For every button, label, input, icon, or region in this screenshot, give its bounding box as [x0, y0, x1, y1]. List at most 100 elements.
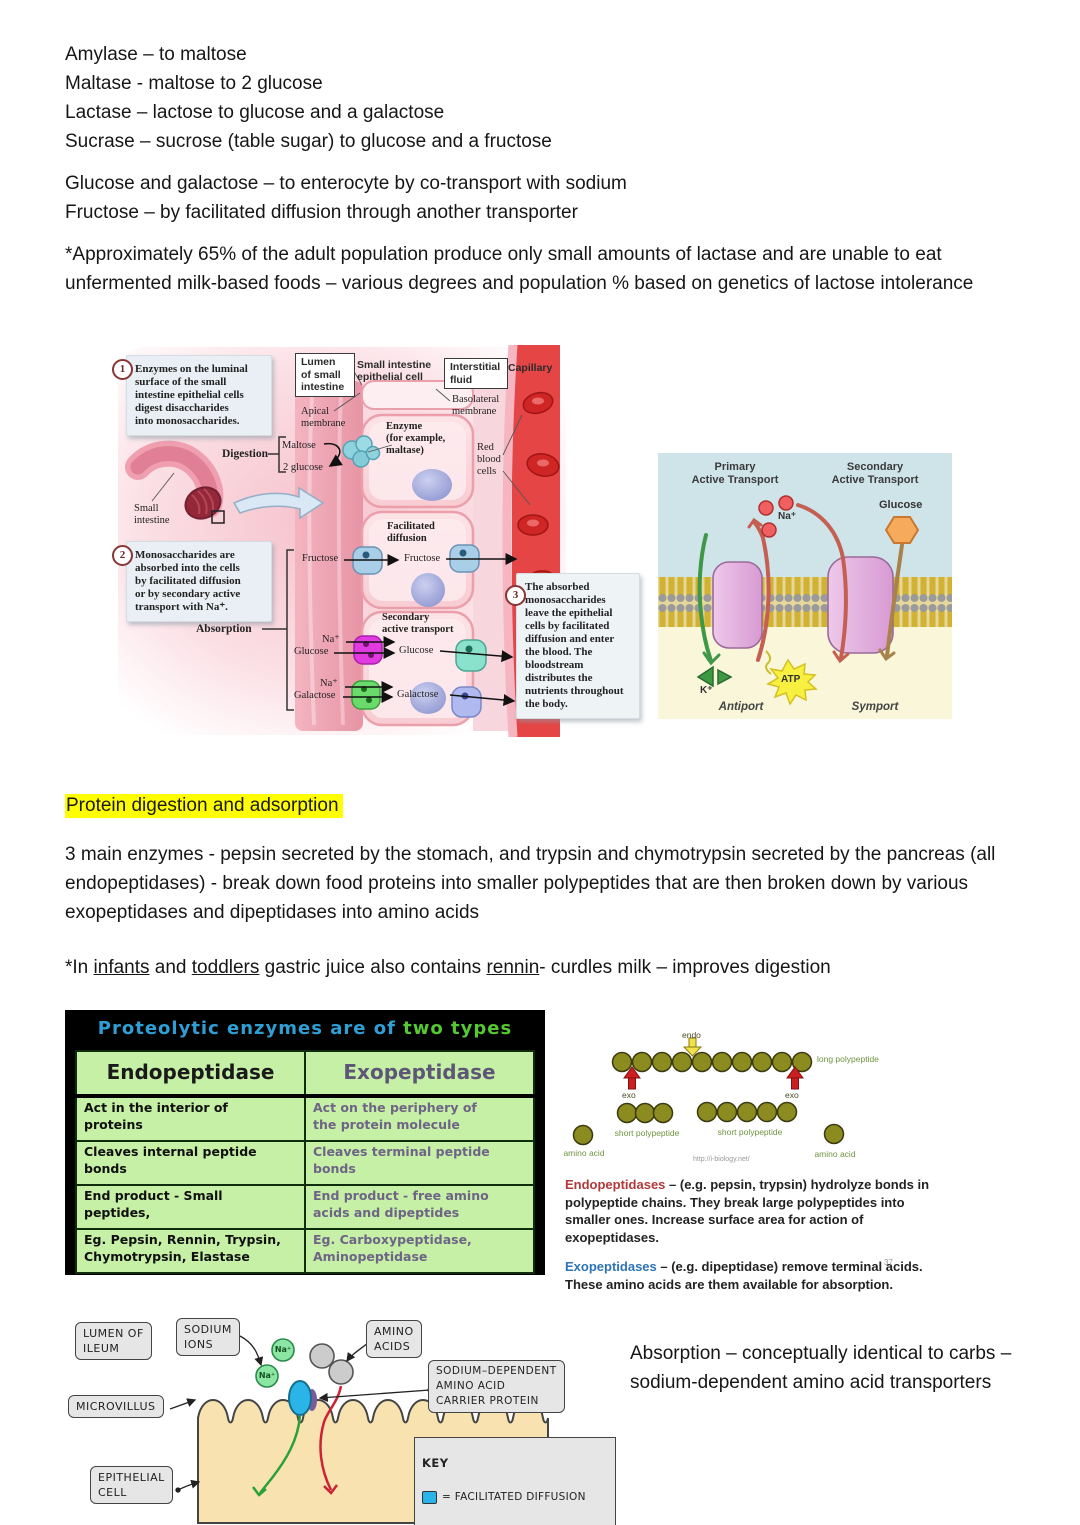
source-url: http://i-biology.net/: [693, 1156, 750, 1163]
slide-page-number: 37: [884, 1258, 893, 1267]
enzyme-line: Lactase – lactose to glucose and a galac…: [65, 102, 445, 123]
potassium-ions: [696, 665, 733, 688]
table-cell: Act in the interior of proteins: [75, 1095, 306, 1142]
fructose-lumen-label: Fructose: [302, 553, 339, 564]
atp-burst: [765, 650, 818, 706]
absorption-note: Absorption – conceptually identical to c…: [630, 1343, 1012, 1393]
sodium-potassium-pump: [712, 561, 763, 649]
peptidase-diagram: endo exo exo long polypeptide short poly…: [555, 1010, 955, 1175]
k-ion-label: K⁺: [700, 685, 713, 696]
enzyme-line: Maltase - maltose to 2 glucose: [65, 73, 323, 94]
long-polypeptide-label: long polypeptide: [817, 1054, 879, 1064]
table-cell: Act on the periphery of the protein mole…: [304, 1095, 535, 1142]
callout-number: 2: [112, 545, 133, 566]
rennin-text: - curdles milk – improves digestion: [539, 957, 831, 978]
facilitated-diffusion-swatch: [422, 1491, 437, 1504]
carrier-protein-box: SODIUM–DEPENDENT AMINO ACID CARRIER PROT…: [428, 1360, 565, 1413]
galactose-lumen-label: Galactose: [294, 690, 336, 701]
zoom-arrow: [232, 486, 325, 520]
fructose-transport: [344, 544, 518, 575]
amino-acid-circle: [572, 1124, 594, 1146]
carrier-protein: [288, 1380, 312, 1416]
maltose-label: Maltose: [282, 440, 316, 451]
key-title: KEY: [422, 1456, 449, 1470]
highlighted-heading: Protein digestion and adsorption: [65, 794, 343, 818]
exopeptidases-paragraph: Exopeptidases – (e.g. dipeptidase) remov…: [565, 1258, 947, 1293]
epithelial-cell-box: EPITHELIAL CELL: [90, 1466, 173, 1504]
primary-transport-title: Primary Active Transport: [691, 461, 779, 486]
enzyme-comparison-table: Endopeptidase Exopeptidase Act in the in…: [75, 1050, 535, 1274]
microvillus-box: MICROVILLUS: [68, 1395, 164, 1418]
table-cell: Cleaves internal peptide bonds: [75, 1140, 306, 1186]
active-transport-figure: Primary Active Transport Secondary Activ…: [658, 453, 952, 719]
table-row: Eg. Pepsin, Rennin, Trypsin, Chymotrypsi…: [75, 1228, 535, 1274]
table-title-blue: Proteolytic enzymes are of: [97, 1018, 404, 1039]
na-ion-label: Na⁺: [258, 1371, 276, 1380]
enzyme-line: Sucrase – sucrose (table sugar) to gluco…: [65, 131, 552, 152]
membrane-artwork: [658, 453, 952, 719]
enzyme-label: Enzyme (for example, maltase): [386, 421, 446, 456]
table-row: Act in the interior of proteins Act on t…: [75, 1095, 535, 1142]
polypeptide-artwork: [572, 1037, 845, 1146]
interstitial-label: Interstitial fluid: [444, 358, 508, 389]
exo-label: exo: [622, 1090, 636, 1100]
amino-acid-molecule: [328, 1359, 354, 1385]
lumen-label: Lumen of small intestine: [295, 353, 355, 397]
callout-3: The absorbed monosaccharides leave the e…: [516, 573, 640, 719]
protein-heading: Protein digestion and adsorption: [65, 794, 343, 818]
rennin-underlined: rennin: [486, 957, 540, 978]
rennin-line: *In infants and toddlers gastric juice a…: [65, 953, 831, 982]
sodium-ions-box: SODIUM IONS: [176, 1318, 240, 1356]
amino-acids-box: AMINO ACIDS: [366, 1320, 422, 1358]
rennin-text: and: [149, 957, 192, 978]
short-polypeptide-label: short polypeptide: [717, 1127, 783, 1137]
maltose-to-glucose-arrow: [323, 442, 343, 467]
glucose-transport: [334, 635, 514, 672]
amino-acid-circle: [823, 1123, 845, 1145]
glucose-hexagon: [884, 516, 920, 544]
fructose-cell-label: Fructose: [404, 553, 441, 564]
sodium-path-arrow: [259, 1415, 302, 1494]
protein-paragraph: 3 main enzymes - pepsin secreted by the …: [65, 844, 996, 923]
table-cell: End product - Small peptides,: [75, 1184, 306, 1230]
callout-number: 3: [505, 585, 526, 606]
table-title: Proteolytic enzymes are of two types: [65, 1018, 545, 1039]
sodium-ion: [271, 1338, 295, 1362]
basolateral-membrane-label: Basolateral membrane: [452, 394, 500, 417]
glucose-lumen-label: Glucose: [294, 646, 329, 657]
exo-arrow-icons: [623, 1066, 804, 1090]
na-ion-label: Na⁺: [274, 1345, 292, 1354]
glucose-ion-label: Glucose: [879, 499, 923, 511]
symport-label: Symport: [851, 701, 899, 713]
endo-label: endo: [682, 1030, 701, 1040]
exo-label: exo: [785, 1090, 799, 1100]
short-polypeptide-label: short polypeptide: [614, 1128, 680, 1138]
column-header-exopeptidase: Exopeptidase: [304, 1050, 535, 1098]
endopeptidases-lead: Endopeptidases: [565, 1177, 666, 1192]
small-intestine-illustration: [125, 440, 225, 524]
peptidase-text: Endopeptidases – (e.g. pepsin, trypsin) …: [565, 1176, 947, 1305]
antiport-label: Antiport: [718, 701, 764, 713]
nucleus: [410, 682, 446, 714]
absorption-label: Absorption: [196, 623, 252, 635]
nucleus: [411, 573, 445, 607]
glucose-cell-label: Glucose: [399, 645, 434, 656]
na-ion-label: Na⁺: [778, 511, 797, 522]
rennin-underlined: toddlers: [191, 957, 260, 978]
column-header-endopeptidase: Endopeptidase: [75, 1050, 306, 1098]
digestion-label: Digestion: [222, 448, 268, 460]
endopeptidases-body: – (e.g. pepsin, trypsin) hydrolyze bonds…: [565, 1177, 930, 1245]
enzyme-line: Amylase – to maltose: [65, 44, 247, 65]
table-cell: Eg. Pepsin, Rennin, Trypsin, Chymotrypsi…: [75, 1228, 306, 1274]
amino-acid-path-arrow: [319, 1385, 343, 1491]
table-cell: Eg. Carboxypeptidase, Aminopeptidase: [304, 1228, 535, 1274]
atp-label: ATP: [781, 674, 801, 685]
secondary-transport-label: Secondary active transport: [382, 612, 454, 635]
amino-acid-absorption-diagram: LUMEN OF ILEUM SODIUM IONS AMINO ACIDS N…: [0, 1310, 1080, 1525]
facilitated-diffusion-label: Facilitated diffusion: [387, 521, 435, 544]
table-cell: Cleaves terminal peptide bonds: [304, 1140, 535, 1186]
transport-arrows: [697, 503, 904, 666]
key-box: KEY = FACILITATED DIFFUSION = ACTIVE TRA…: [414, 1437, 616, 1525]
table-cell: End product - free amino acids and dipep…: [304, 1184, 535, 1230]
rennin-text: *In: [65, 957, 94, 978]
